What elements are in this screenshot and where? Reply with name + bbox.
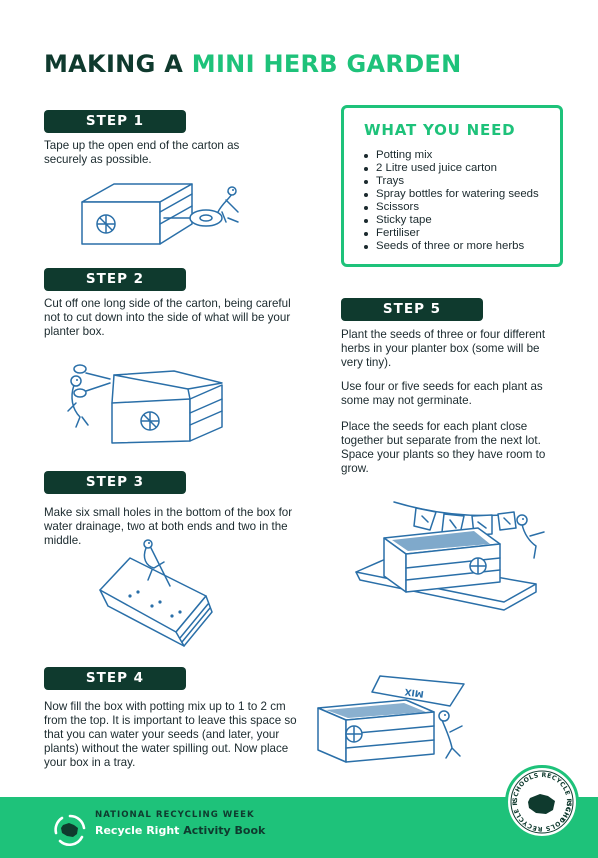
title-main: MAKING A bbox=[44, 50, 184, 78]
what-you-need-panel: WHAT YOU NEED Potting mix 2 Litre used j… bbox=[341, 105, 563, 267]
list-item: Seeds of three or more herbs bbox=[364, 240, 539, 253]
list-item: Spray bottles for watering seeds bbox=[364, 188, 539, 200]
footer-book-title-main: Recycle Right bbox=[95, 824, 180, 837]
step-2-label: STEP 2 bbox=[44, 268, 186, 291]
potting-mix-bag-label: MIX bbox=[404, 686, 425, 699]
australia-recycle-logo-icon bbox=[54, 814, 86, 846]
schools-recycle-right-badge: SCHOOLS RECYCLE RIGHT SCHOOLS RECYCLE RI… bbox=[505, 765, 579, 839]
step-1-text: Tape up the open end of the carton as se… bbox=[44, 139, 240, 166]
step-5-text-1: Plant the seeds of three or four differe… bbox=[341, 328, 546, 369]
what-you-need-list: Potting mix 2 Litre used juice carton Tr… bbox=[364, 149, 539, 253]
step-4-label: STEP 4 bbox=[44, 667, 186, 690]
step-4-potting-mix-illustration: MIX bbox=[317, 675, 465, 763]
list-item: Trays bbox=[364, 175, 539, 188]
step-5-label: STEP 5 bbox=[341, 298, 483, 321]
list-item: Potting mix bbox=[364, 149, 539, 162]
title-accent: MINI HERB GARDEN bbox=[191, 50, 462, 78]
footer-program-name: NATIONAL RECYCLING WEEK bbox=[95, 810, 255, 820]
page-title: MAKING A MINI HERB GARDEN bbox=[44, 50, 462, 78]
footer-book-title: Recycle Right Activity Book bbox=[95, 824, 265, 837]
badge-seal-icon: SCHOOLS RECYCLE RIGHT SCHOOLS RECYCLE RI… bbox=[508, 768, 574, 834]
footer-bar: NATIONAL RECYCLING WEEK Recycle Right Ac… bbox=[0, 797, 598, 858]
list-item: Fertiliser bbox=[364, 227, 539, 240]
footer-book-title-accent: Activity Book bbox=[183, 824, 266, 837]
what-you-need-heading: WHAT YOU NEED bbox=[364, 121, 516, 139]
list-item: Sticky tape bbox=[364, 214, 539, 227]
step-3-label: STEP 3 bbox=[44, 471, 186, 494]
step-2-text: Cut off one long side of the carton, bei… bbox=[44, 297, 291, 338]
step-1-label: STEP 1 bbox=[44, 110, 186, 133]
step-1-carton-illustration bbox=[81, 183, 239, 245]
list-item: 2 Litre used juice carton bbox=[364, 162, 539, 175]
step-2-cutting-illustration bbox=[67, 364, 223, 444]
step-5-planting-illustration bbox=[355, 501, 545, 611]
step-3-text: Make six small holes in the bottom of th… bbox=[44, 506, 293, 547]
list-item: Scissors bbox=[364, 201, 539, 214]
step-5-text-2: Use four or five seeds for each plant as… bbox=[341, 380, 543, 407]
step-4-text: Now fill the box with potting mix up to … bbox=[44, 700, 297, 769]
step-5-text-3: Place the seeds for each plant close tog… bbox=[341, 420, 546, 475]
step-3-holes-illustration bbox=[99, 539, 213, 647]
